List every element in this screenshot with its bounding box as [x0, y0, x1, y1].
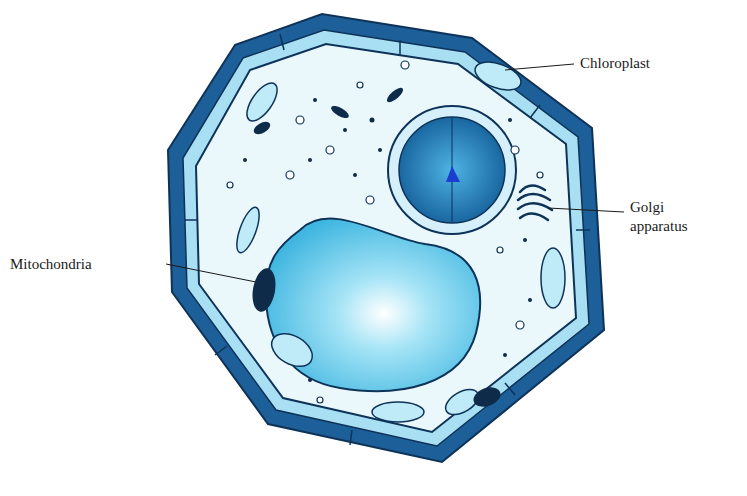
granules	[243, 98, 532, 382]
structure-label: Mitochondria	[10, 255, 160, 274]
wall-pits	[185, 34, 590, 445]
nucleus	[399, 117, 505, 223]
cell-wall	[168, 14, 604, 462]
vacuole	[266, 219, 480, 392]
vesicles	[227, 61, 543, 403]
mitochondria	[249, 86, 503, 411]
structure-label: Chloroplast	[580, 54, 730, 73]
structure-label: Golgi apparatus	[630, 198, 712, 236]
leader-lines	[166, 64, 624, 282]
golgi-apparatus	[518, 185, 552, 220]
cell-wall-inner	[183, 30, 589, 446]
chloroplasts	[232, 57, 565, 422]
nucleolus	[446, 166, 460, 182]
cytoplasm	[196, 44, 576, 432]
nuclear-envelope	[388, 106, 516, 234]
